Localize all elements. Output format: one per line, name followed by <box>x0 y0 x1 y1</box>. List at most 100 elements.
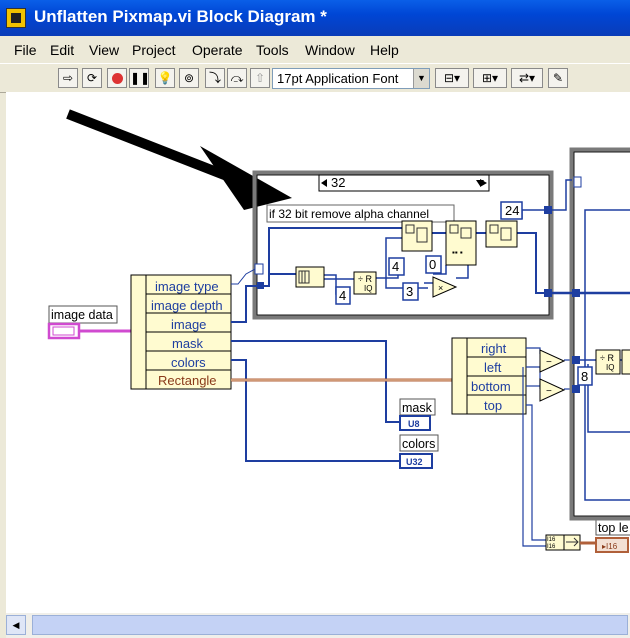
constant-3-value: 3 <box>406 284 413 299</box>
scrollbar-thumb[interactable] <box>32 615 628 635</box>
constant-3[interactable] <box>402 282 419 301</box>
chevron-down-icon: ▼ <box>413 69 429 88</box>
unbundle-field-rectangle: Rectangle <box>158 373 217 388</box>
abort-icon[interactable] <box>107 68 127 88</box>
align-objects-icon[interactable]: ⊟▾ <box>435 68 469 88</box>
right-structure-frame[interactable] <box>569 147 630 521</box>
quotient-remainder-node[interactable] <box>353 271 377 295</box>
window-title: Unflatten Pixmap.vi Block Diagram * <box>34 7 327 26</box>
constant-0-value: 0 <box>429 257 436 272</box>
constant-4-a-value: 4 <box>392 259 399 274</box>
menu-operate[interactable]: Operate <box>192 42 243 58</box>
labview-vi-icon <box>6 8 26 28</box>
case-output-tunnel-top <box>544 206 552 214</box>
step-out-icon[interactable]: ⇧ <box>250 68 270 88</box>
right-selector-terminal <box>573 176 582 188</box>
top-left-label: top le <box>598 521 629 535</box>
rect-field-left: left <box>484 360 502 375</box>
mask-terminal[interactable] <box>399 415 431 431</box>
image-data-label-box <box>48 305 118 324</box>
quotient-remainder-node-2[interactable] <box>595 349 621 375</box>
menu-edit[interactable]: Edit <box>50 42 75 58</box>
pause-icon[interactable]: ❚❚ <box>129 68 150 88</box>
constant-4-b-value: 4 <box>339 288 346 303</box>
case-selector-value: 32 <box>331 175 345 190</box>
rect-field-bottom: bottom <box>471 379 511 394</box>
unbundle-field-image: image <box>171 317 206 332</box>
horizontal-scrollbar[interactable]: ◀ <box>6 613 630 638</box>
unbundle-field-mask: mask <box>172 336 204 351</box>
scroll-left-icon[interactable]: ◀ <box>6 615 26 635</box>
menu-bar: File Edit View Project Operate Tools Win… <box>0 38 630 62</box>
reorder-icon[interactable]: ⇄▾ <box>511 68 543 88</box>
right-structure-wires <box>552 179 630 433</box>
constant-4-a[interactable] <box>388 257 405 276</box>
menu-project[interactable]: Project <box>132 42 176 58</box>
step-over-icon[interactable]: ⤼ <box>227 68 247 88</box>
title-bar[interactable]: Unflatten Pixmap.vi Block Diagram * <box>0 0 630 36</box>
case-increment-icon[interactable] <box>480 179 487 187</box>
run-continuously-icon[interactable]: ⟳ <box>82 68 102 88</box>
case-structure-frame[interactable] <box>252 170 554 320</box>
right-tunnel-c <box>572 385 580 393</box>
rect-field-right: right <box>481 341 507 356</box>
build-cluster-type-b: I16 <box>547 544 556 550</box>
build-cluster-type-a: I16 <box>547 537 556 543</box>
right-tunnel-b <box>572 356 580 364</box>
rect-field-top: top <box>484 398 502 413</box>
top-left-terminal[interactable] <box>595 537 629 553</box>
svg-text:×: × <box>438 283 443 293</box>
svg-text:÷ R: ÷ R <box>358 274 372 284</box>
case-decrement-icon[interactable] <box>321 179 327 187</box>
svg-text:IQ: IQ <box>364 284 372 293</box>
multiply-node[interactable] <box>432 276 458 298</box>
subtract-node-1[interactable] <box>539 349 566 373</box>
equal-node[interactable] <box>621 349 630 375</box>
retain-wire-values-icon[interactable]: ⊚ <box>179 68 199 88</box>
subtract-node-2[interactable] <box>539 378 566 402</box>
black-pointer-arrow <box>66 109 292 210</box>
right-tunnel-a <box>572 289 580 297</box>
case-selector[interactable]: 32 <box>318 174 490 192</box>
unbundle-field-colors: colors <box>171 355 206 370</box>
toolbar: ⇨ ⟳ ❚❚ 💡 ⊚ ⤵ ⤼ ⇧ 17pt Application Font ▼… <box>0 63 630 93</box>
case-output-tunnel-bottom <box>544 289 552 297</box>
colors-label: colors <box>402 437 435 451</box>
menu-window[interactable]: Window <box>305 42 355 58</box>
font-select-value: 17pt Application Font <box>277 71 399 86</box>
menu-file[interactable]: File <box>14 42 37 58</box>
menu-help[interactable]: Help <box>370 42 399 58</box>
colors-terminal[interactable] <box>399 453 433 469</box>
constant-0[interactable] <box>425 255 442 274</box>
svg-text:÷ R: ÷ R <box>600 353 614 363</box>
step-into-icon[interactable]: ⤵ <box>205 68 225 88</box>
colors-terminal-type: U32 <box>406 457 423 467</box>
colors-label-box <box>399 434 439 452</box>
font-select[interactable]: 17pt Application Font ▼ <box>272 68 430 89</box>
block-diagram-canvas[interactable]: 32 if 32 bit remove alpha channel ÷ R IQ… <box>6 92 630 613</box>
constant-24-value: 24 <box>505 203 519 218</box>
highlight-execution-icon[interactable]: 💡 <box>155 68 175 88</box>
constant-24[interactable] <box>500 201 523 220</box>
svg-text:▪▪ ▪: ▪▪ ▪ <box>452 248 463 257</box>
svg-text:−: − <box>546 357 552 368</box>
array-subset-node[interactable] <box>295 266 325 288</box>
constant-8-value: 8 <box>581 369 588 384</box>
constant-8[interactable] <box>577 366 593 386</box>
case-input-tunnel <box>257 282 264 289</box>
svg-text:▸I16: ▸I16 <box>602 542 618 551</box>
distribute-objects-icon[interactable]: ⊞▾ <box>473 68 507 88</box>
constant-4-b[interactable] <box>335 286 351 305</box>
unbundle-field-image-type: image type <box>155 279 219 294</box>
mask-terminal-type: U8 <box>408 419 420 429</box>
menu-view[interactable]: View <box>89 42 120 58</box>
svg-text:−: − <box>546 386 552 397</box>
rectangle-field-wires <box>522 347 576 547</box>
run-arrow-icon[interactable]: ⇨ <box>58 68 78 88</box>
comment-box[interactable] <box>266 204 455 223</box>
block-diagram: 32 if 32 bit remove alpha channel ÷ R IQ… <box>47 109 630 553</box>
clean-up-diagram-icon[interactable]: ✎ <box>548 68 568 88</box>
unbundle-field-image-depth: image depth <box>151 298 223 313</box>
menu-tools[interactable]: Tools <box>256 42 289 58</box>
selector-terminal <box>254 263 264 275</box>
